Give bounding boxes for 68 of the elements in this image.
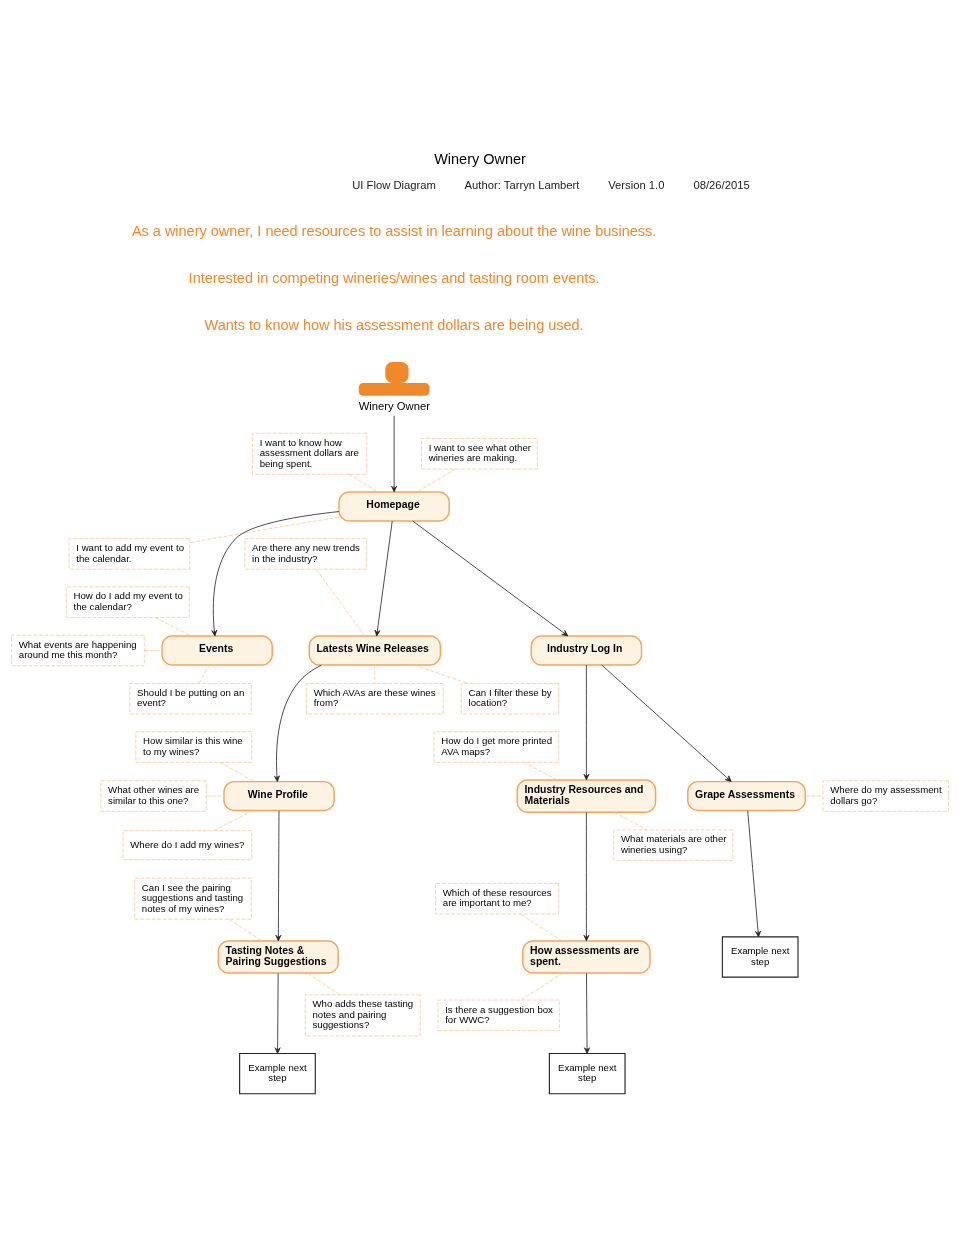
- connector: [315, 568, 366, 636]
- connector: [416, 468, 456, 492]
- arrow: [584, 972, 590, 1054]
- node-box: How do I add my event to the calendar?: [65, 586, 190, 618]
- connector: [189, 516, 340, 543]
- connector: [228, 918, 262, 941]
- connector: [155, 616, 192, 636]
- node-box: What events are happening around me this month?: [11, 634, 145, 666]
- node-box: Example next step: [721, 935, 799, 978]
- node-box: Events: [161, 634, 273, 666]
- arrow: [583, 664, 590, 780]
- connector: [219, 761, 255, 782]
- connector: [213, 809, 253, 831]
- node-box: I want to know how assessment dollars are being spent.: [252, 432, 368, 475]
- node-box: Where do I add my wines?: [122, 829, 253, 860]
- node-box: Example next step: [548, 1052, 626, 1094]
- connector: [144, 649, 163, 651]
- label: UI Flow Diagram: [352, 178, 436, 191]
- node-box: Can I filter these by location?: [460, 682, 560, 714]
- node-box: Which of these resources are important to me?: [435, 882, 560, 914]
- connector: [520, 972, 564, 1000]
- node-box: How similar is this wine to my wines?: [135, 730, 253, 763]
- label: Wants to know how his assessment dollars are being used.: [204, 316, 584, 333]
- node-box: Tasting Notes & Pairing Suggestions: [217, 939, 339, 974]
- arrow: [275, 809, 282, 941]
- node-box: Who adds these tasting notes and pairing suggestions?: [304, 993, 421, 1036]
- node-box: I want to add my event to the calendar.: [68, 537, 191, 570]
- connector: [205, 795, 225, 796]
- node-box: Industry Log In: [530, 634, 643, 666]
- label: Interested in competing wineries/wines and tasting room events.: [188, 269, 600, 286]
- diagram-title: Winery Owner: [434, 150, 526, 167]
- arrow: [274, 664, 322, 782]
- arrow: [601, 664, 732, 782]
- connector: [198, 664, 210, 684]
- node-box: How do I get more printed AVA maps?: [433, 730, 560, 763]
- arrow: [391, 414, 398, 492]
- node-box: Which AVAs are these wines from?: [306, 682, 444, 714]
- node-box: Wine Profile: [223, 780, 335, 811]
- node-box: Is there a suggestion box for WWC?: [437, 999, 560, 1031]
- node-label: Winery Owner: [358, 399, 430, 412]
- node-box: Example next step: [239, 1052, 316, 1094]
- label: 08/26/2015: [693, 178, 750, 191]
- node-box: I want to see what other wineries are making.: [421, 437, 538, 469]
- label: Version 1.0: [608, 178, 665, 191]
- node-box: Where do my assessment dollars go?: [822, 779, 949, 812]
- label: Author: Tarryn Lambert: [464, 178, 580, 191]
- node-box: Should I be putting on an event?: [129, 682, 252, 714]
- node-box: Are there any new trends in the industry?: [244, 537, 367, 570]
- arrow: [374, 520, 393, 636]
- node-box: What other wines are similar to this one?: [100, 779, 207, 812]
- node-box: What materials are other wineries using?: [613, 829, 734, 861]
- node-box: Homepage: [338, 490, 450, 522]
- node-box: Latests Wine Releases: [308, 634, 442, 666]
- connector: [306, 972, 340, 995]
- arrow: [274, 972, 281, 1054]
- label: As a winery owner, I need resources to assist in learning about the wine business.: [131, 222, 657, 239]
- node-box: How assessments are spent.: [522, 939, 651, 974]
- arrow: [747, 809, 761, 937]
- arrow: [412, 520, 569, 636]
- connector: [374, 664, 376, 684]
- arrow: [583, 811, 590, 941]
- arrow: [211, 510, 340, 636]
- node-box: Can I see the pairing suggestions and tasting notes of my wines?: [134, 877, 252, 920]
- connector: [348, 473, 378, 492]
- node-box: Industry Resources and Materials: [516, 778, 657, 813]
- connector: [519, 913, 563, 941]
- node-box: Grape Assessments: [687, 780, 806, 811]
- connector: [805, 795, 824, 796]
